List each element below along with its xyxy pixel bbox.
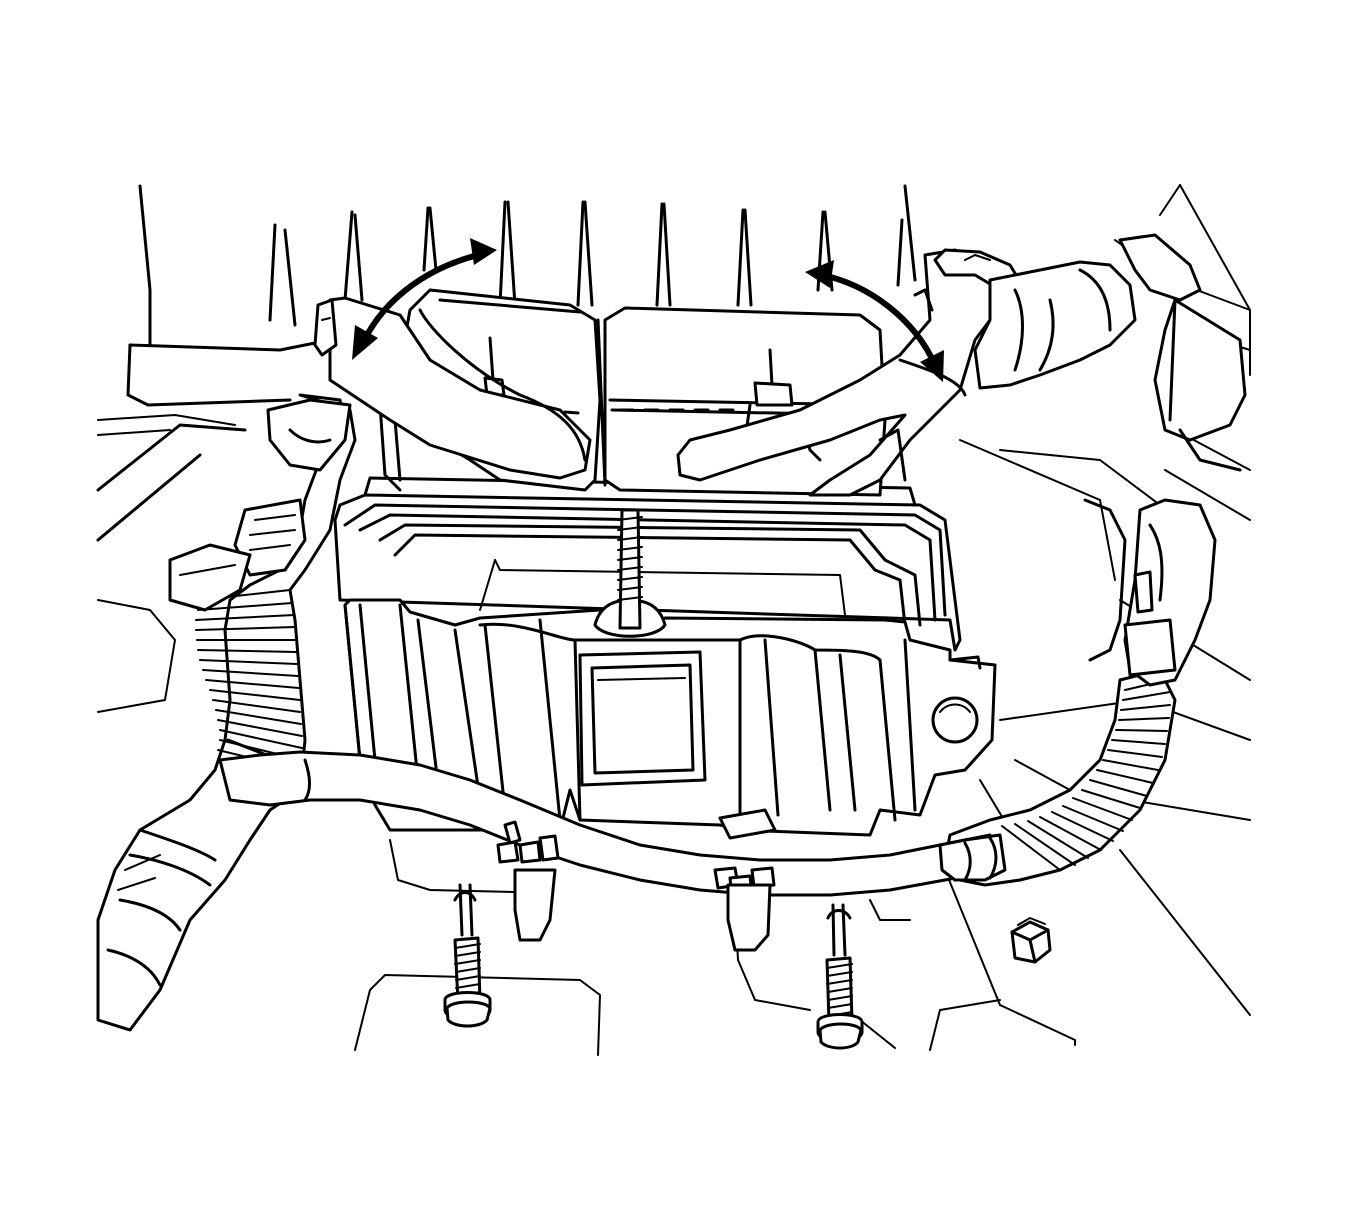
- mounting-bracket: [343, 598, 997, 837]
- ecm-module: [333, 476, 962, 652]
- hex-nut: [1010, 917, 1052, 964]
- right-connector-lever-arrow: [805, 260, 944, 382]
- right-mounting-bolt: [816, 903, 864, 1050]
- right-wiring-harness: [943, 498, 1217, 887]
- left-harness-connector: [313, 288, 607, 492]
- left-connector-lever-arrow: [352, 238, 497, 360]
- center-stud: [593, 508, 667, 638]
- bracket-rod: [218, 750, 1007, 952]
- upper-right-cable: [973, 233, 1247, 472]
- left-wiring-harness: [96, 393, 357, 1032]
- left-mounting-bolt: [443, 883, 492, 1028]
